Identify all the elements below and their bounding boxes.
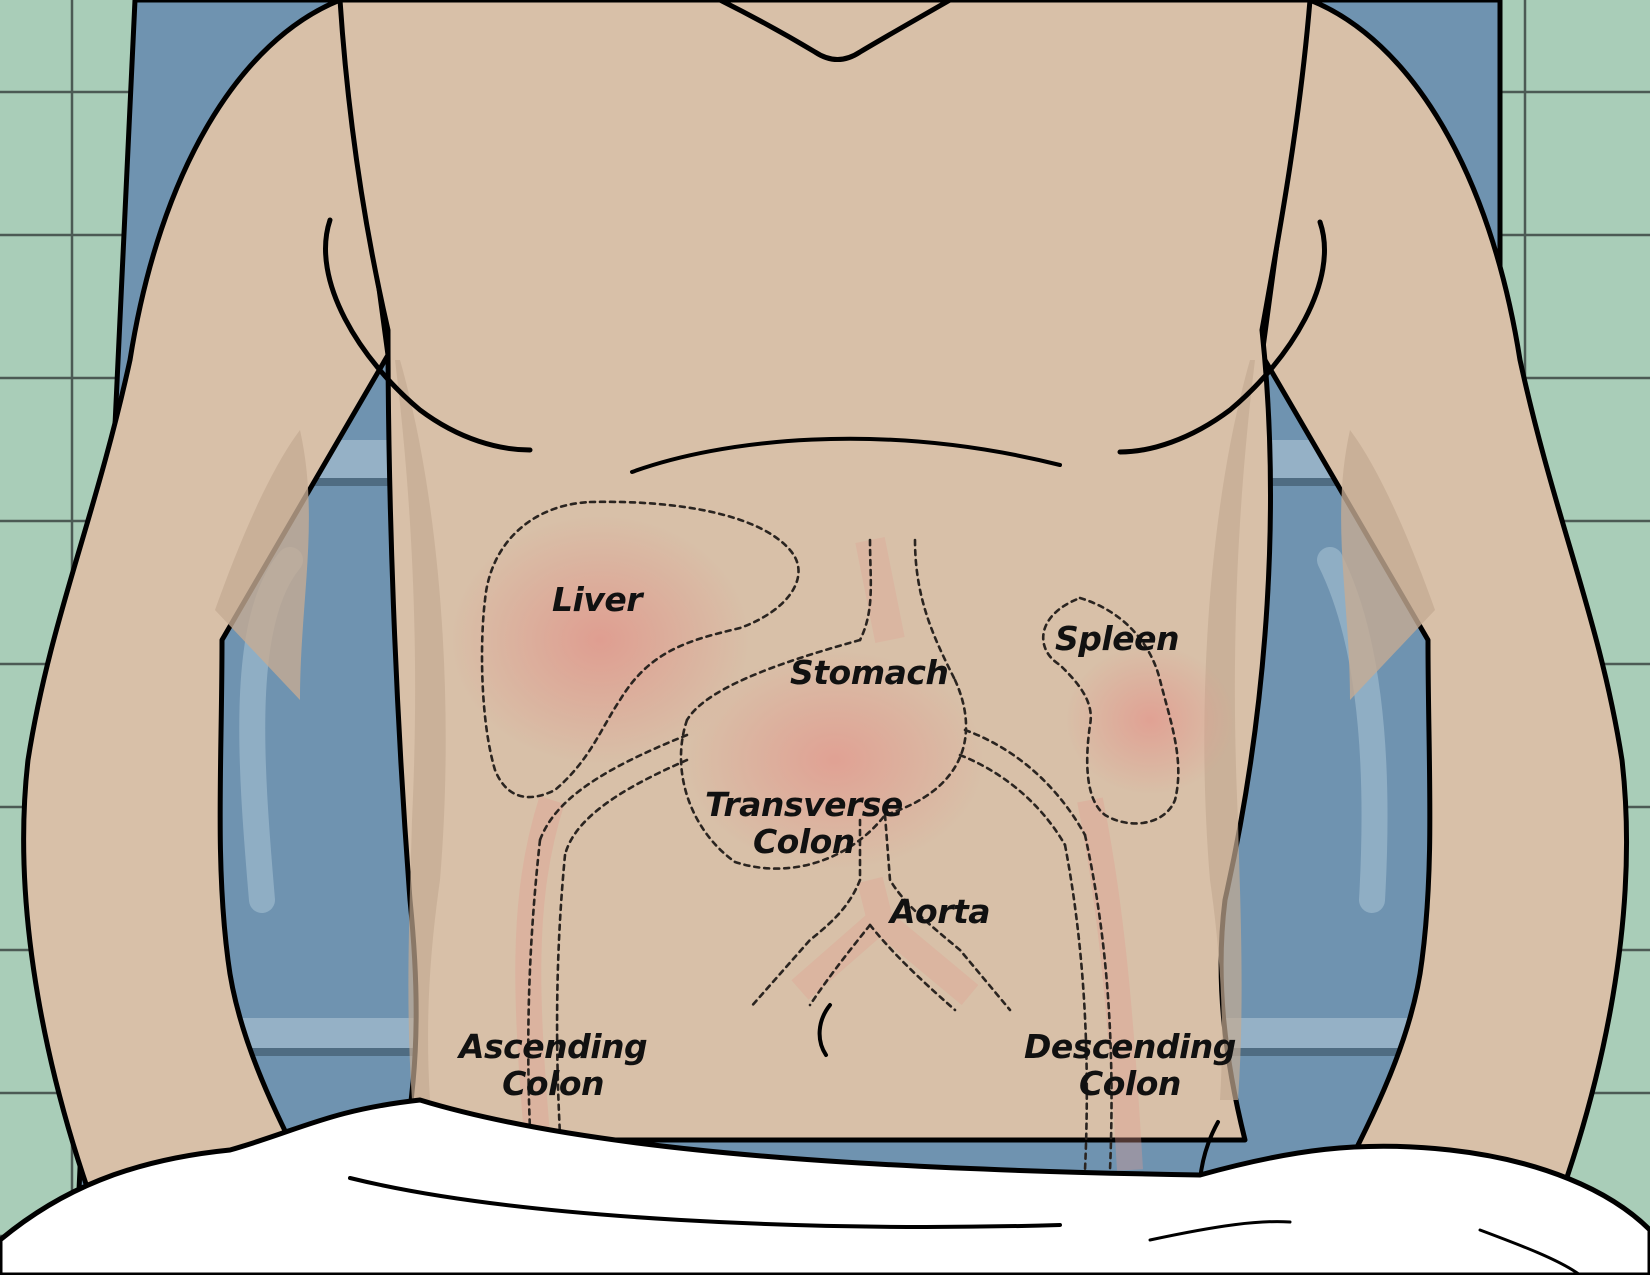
label-transverse-colon-line2: Colon [752,822,855,861]
label-descending-colon: Descending Colon [1024,1028,1236,1102]
label-spleen: Spleen [1055,619,1179,658]
label-liver: Liver [552,580,643,619]
label-aorta: Aorta [890,892,991,931]
label-transverse-colon-line1: Transverse [705,785,903,824]
torso [21,0,1629,1275]
organ-outlines [480,500,1180,1172]
label-ascending-colon-line1: Ascending [459,1027,648,1066]
label-descending-colon-line2: Colon [1079,1064,1181,1103]
organ-highlights [450,515,1235,1172]
label-ascending-colon-line2: Colon [502,1064,605,1103]
label-ascending-colon: Ascending Colon [459,1027,648,1103]
label-transverse-colon: Transverse Colon [705,786,903,860]
towel [0,1097,1650,1275]
label-stomach: Stomach [790,653,949,692]
label-descending-colon-line1: Descending [1024,1027,1236,1066]
